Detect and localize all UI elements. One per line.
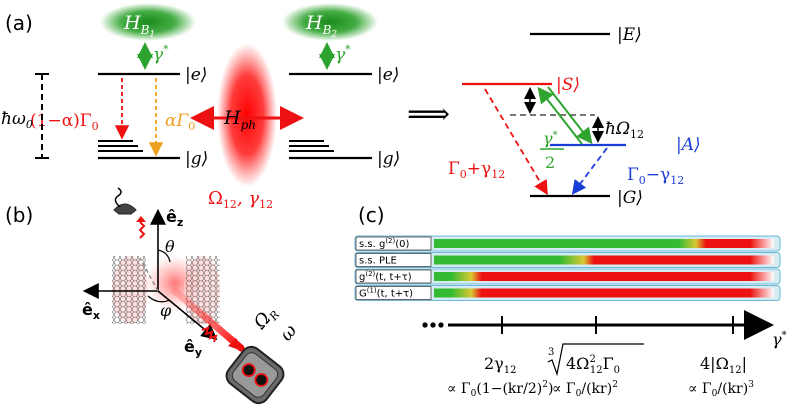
omega-label: ω xyxy=(276,320,302,345)
ket-S: |S⟩ xyxy=(556,75,580,95)
dephasing-arrow-up xyxy=(537,86,583,145)
panel-c-label: (c) xyxy=(358,203,385,227)
bar-row-label-box xyxy=(355,236,432,251)
ket-E: |E⟩ xyxy=(617,25,642,45)
laser-beam xyxy=(171,287,245,352)
detector-icon xyxy=(113,203,137,215)
phi-arc xyxy=(147,295,171,303)
splitting-label: ħΩ12 xyxy=(605,119,644,141)
emitter-1-ket-g: |g⟩ xyxy=(185,149,208,169)
tick-2-root-index: 3 xyxy=(548,347,554,358)
laser-wiggle-icon xyxy=(201,326,218,343)
antisymmetric-decay-arrow xyxy=(571,147,608,195)
laser-arrow-head-icon xyxy=(228,338,245,352)
lattice-left xyxy=(112,256,148,324)
emitter-1-ket-e: |e⟩ xyxy=(185,65,207,85)
photon-bath-label: Hph xyxy=(223,107,256,132)
tick-3-bottom-label: ∝ Γ0/(kr)3 xyxy=(688,380,754,399)
emitter-2-ket-e: |e⟩ xyxy=(377,65,399,85)
bar-row-label-box xyxy=(355,253,432,267)
axis-dot-3 xyxy=(438,322,444,328)
emitter-2-ket-g: |g⟩ xyxy=(377,149,400,169)
tick-2-bottom-label: ∝ Γ0/(kr)2 xyxy=(552,380,618,399)
bar-row-label-box xyxy=(355,269,432,284)
bath-1-blob xyxy=(100,3,196,41)
panel-a: (a) HB1 HB2 γ* γ* |e⟩ |g⟩ (1−α)Γ0 αΓ0 ħω… xyxy=(1,3,701,211)
panel-b: (b) êz êx êy θ φ xyxy=(5,187,302,405)
antisymmetric-decay-label: Γ0−γ12 xyxy=(627,165,684,187)
bar-row-label-box xyxy=(355,286,432,300)
tick-3-top-label: 4|Ω12| xyxy=(700,354,747,376)
phi-label: φ xyxy=(160,301,172,320)
detector-cable-icon xyxy=(114,187,122,208)
hbar-omega-label: ħω0 xyxy=(1,109,33,131)
bar-row-gradient xyxy=(434,255,774,265)
bath-1-gamma-star: γ* xyxy=(153,43,169,65)
tick-1-top-label: 2γ12 xyxy=(484,354,516,376)
dipole-direction xyxy=(139,257,159,292)
bar-row-label: G(1)(t, t+τ) xyxy=(359,287,413,300)
theta-label: θ xyxy=(165,237,175,256)
panel-b-label: (b) xyxy=(5,203,33,227)
ket-G: |G⟩ xyxy=(617,188,643,208)
bath-1-label: HB1 xyxy=(123,12,155,40)
laser-device-icon xyxy=(225,345,285,405)
bar-row-label: g(2)(t, t+τ) xyxy=(359,270,412,283)
decay-left-label: (1−α)Γ0 xyxy=(30,111,99,133)
decay-right-label: αΓ0 xyxy=(165,111,195,133)
dephasing-frac-num: γ* xyxy=(543,129,558,148)
bath-2-label: HB2 xyxy=(305,12,337,40)
bath-2-blob xyxy=(282,3,378,41)
coupling-label: Ω12, γ12 xyxy=(208,188,273,211)
panel-a-label: (a) xyxy=(5,11,33,35)
bar-row-gradient xyxy=(434,288,774,298)
photon-arrow-head-icon xyxy=(136,216,146,222)
tick-1-bottom-label: ∝ Γ0(1−(kr/2)2) xyxy=(447,380,553,399)
symmetric-decay-label: Γ0+γ12 xyxy=(448,159,505,181)
axis-dot-2 xyxy=(430,322,436,328)
axis-ey-label: êy xyxy=(184,337,202,359)
dephasing-arrow-down xyxy=(547,86,593,145)
gamma-axis-label: γ* xyxy=(772,330,787,349)
panel-c: (c) s.s. g(2)(0) s.s. PLE g(2)(t, t+τ) G(1)… xyxy=(354,203,787,399)
ket-A: |A⟩ xyxy=(676,135,701,155)
axis-ex-label: êx xyxy=(82,300,100,322)
implies-arrow: ⟹ xyxy=(407,97,450,132)
bar-row-gradient xyxy=(434,272,774,281)
dephasing-frac-den: 2 xyxy=(545,153,555,172)
tick-2-radical xyxy=(547,343,644,377)
theta-arc xyxy=(157,249,171,263)
axis-ez-label: êz xyxy=(166,207,183,229)
bath-2-gamma-star: γ* xyxy=(335,43,351,65)
bar-rows: s.s. g(2)(0) s.s. PLE g(2)(t, t+τ) G(1)(t, … xyxy=(354,235,781,301)
photon-wiggle-icon xyxy=(138,221,146,239)
axis-ey xyxy=(157,290,218,341)
bar-row-gradient xyxy=(434,239,774,248)
axis-dot-1 xyxy=(422,322,428,328)
bar-row-label: s.s. g(2)(0) xyxy=(359,237,409,250)
bar-row-label: s.s. PLE xyxy=(359,256,397,267)
